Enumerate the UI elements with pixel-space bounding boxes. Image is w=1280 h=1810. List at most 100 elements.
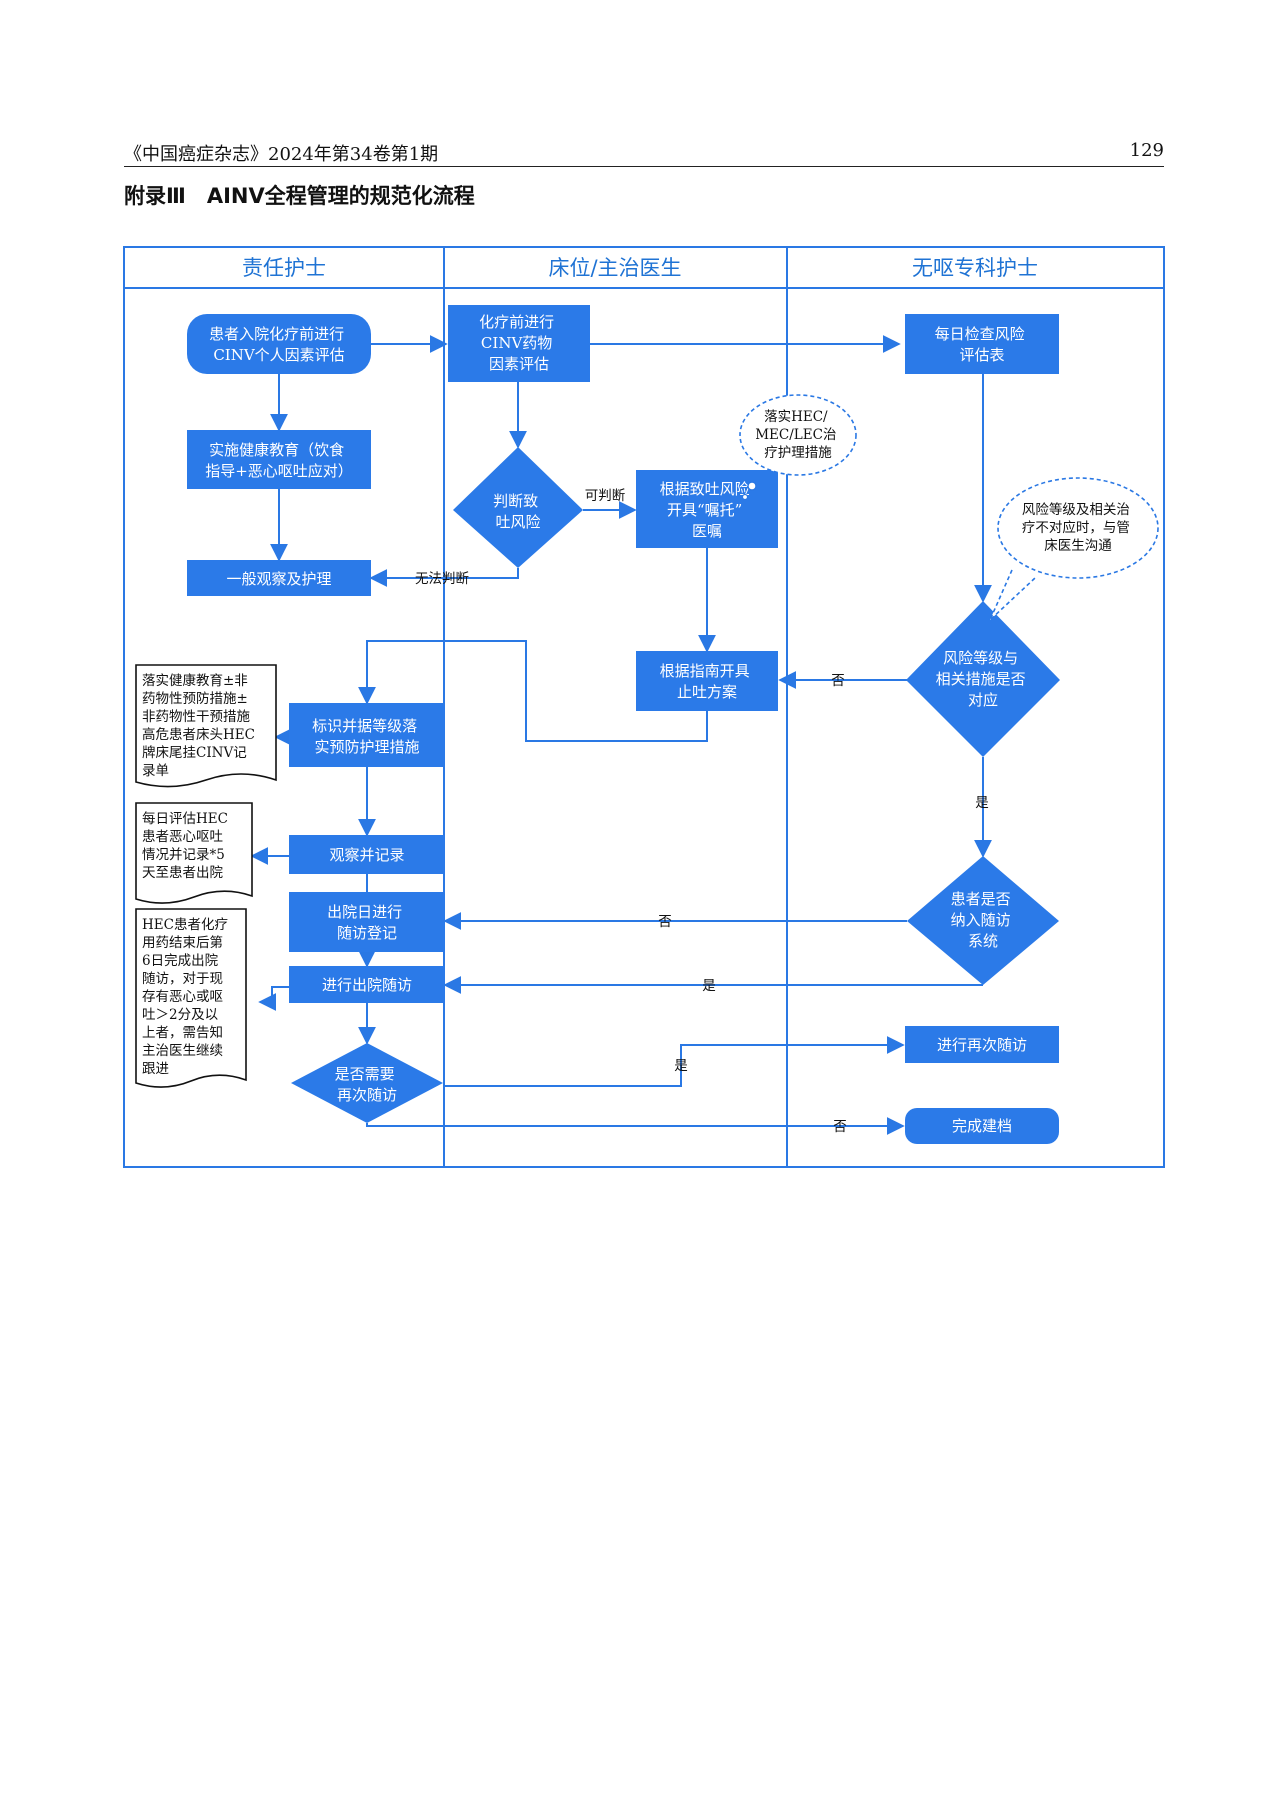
edge-need-to-again — [443, 1036, 905, 1087]
node-text-line: 相关措施是否 — [936, 670, 1026, 688]
node-again-followup: 进行再次随访 — [905, 1026, 1059, 1063]
svg-text:化疗前进行 CINV药物 因素评估: 化疗前进行 CINV药物 因素评估 — [479, 313, 559, 373]
node-discharge-register: 出院日进行 随访登记 — [289, 892, 445, 952]
doc-text-line: 患者恶心呕吐 — [142, 829, 223, 845]
doc-text-line: 天至患者出院 — [142, 865, 223, 881]
svg-text:进行出院随访: 进行出院随访 — [322, 976, 412, 994]
doc-text-line: 主治医生继续 — [142, 1043, 223, 1059]
svg-text:HEC患者化疗 用药结束后第 6日完: HEC患者化疗 用药结束后第 6日完成出院 随访，对于现 存有恶心或呕 吐＞2分… — [142, 917, 232, 1077]
node-admission-assess: 患者入院化疗前进行 CINV个人因素评估 — [187, 314, 371, 374]
lane-header-physician: 床位/主治医生 — [548, 256, 681, 280]
node-text-line: CINV药物 — [481, 334, 552, 352]
edge-label-no-again: 否 — [833, 1119, 847, 1135]
svg-text:是否需要 再次随访: 是否需要 再次随访 — [335, 1065, 400, 1104]
svg-text:根据指南开具 止吐方案: 根据指南开具 止吐方案 — [660, 662, 755, 701]
document-daily-eval: 每日评估HEC 患者恶心呕吐 情况并记录*5 天至患者出院 — [135, 802, 253, 904]
node-text-line: 因素评估 — [489, 355, 549, 373]
edge-label-no-include: 否 — [658, 914, 672, 930]
svg-text:每日评估HEC 患者恶心呕吐 情况并: 每日评估HEC 患者恶心呕吐 情况并记录*5 天至患者出院 — [142, 811, 232, 881]
node-text-line: 风险等级与 — [943, 649, 1018, 667]
node-text-line: 根据致吐风险 — [660, 480, 750, 498]
node-general-observation: 一般观察及护理 — [187, 560, 371, 596]
node-text-line: 观察并记录 — [329, 846, 404, 864]
note-mismatch-communicate: 风险等级及相关治 疗不对应时，与管 床医生沟通 — [989, 477, 1159, 621]
note-text-line: 床医生沟通 — [1044, 538, 1112, 554]
node-text-line: 实施健康教育（饮食 — [209, 441, 344, 459]
node-judge-risk-decision: 判断致 吐风险 — [453, 447, 583, 568]
note-text-line: 疗不对应时，与管 — [1022, 519, 1130, 536]
svg-text:风险等级及相关治 疗不对应时，与管: 风险等级及相关治 疗不对应时，与管 床医生沟通 — [1022, 501, 1134, 554]
doc-text-line: 落实健康教育±非 — [142, 672, 248, 689]
doc-text-line: 存有恶心或呕 — [142, 989, 223, 1005]
node-text-line: 随访登记 — [337, 924, 397, 942]
doc-text-line: 高危患者床头HEC — [142, 726, 255, 743]
node-text-line: 标识并据等级落 — [312, 717, 417, 735]
svg-text:患者入院化疗前进行 CINV个人因素评估: 患者入院化疗前进行 CINV个人因素评估 — [209, 325, 349, 364]
node-text-line: 再次随访 — [337, 1086, 397, 1104]
doc-text-line: 情况并记录*5 — [142, 847, 225, 863]
node-text-line: 根据指南开具 — [660, 662, 750, 680]
note-text-line: MEC/LEC治 — [755, 427, 836, 443]
svg-text:根据致吐风险 开具“嘱托” 医嘱: 根据致吐风险 开具“嘱托” 医嘱 — [660, 480, 755, 540]
node-text-line: 判断致 — [493, 492, 538, 510]
node-risk-match-decision: 风险等级与 相关措施是否 对应 — [906, 601, 1060, 757]
doc-text-line: 每日评估HEC — [142, 811, 228, 827]
node-text-line: 进行再次随访 — [937, 1036, 1027, 1054]
doc-text-line: HEC患者化疗 — [142, 917, 228, 933]
node-text-line: 进行出院随访 — [322, 976, 412, 994]
svg-text:完成建档: 完成建档 — [952, 1117, 1012, 1135]
lane-header-specialist: 无呕专科护士 — [912, 256, 1038, 280]
document-measures: 落实健康教育±非 药物性预防措施± 非药物性干预措施 高危患者床头HEC 牌床尾… — [135, 664, 277, 788]
edge-judge-to-observation — [369, 568, 519, 587]
node-text-line: 止吐方案 — [677, 683, 737, 701]
svg-text:实施健康教育（饮食 指导+恶心呕吐应对）: 实施健康教育（饮食 指导+恶心呕吐应对） — [205, 441, 353, 480]
doc-text-line: 用药结束后第 — [142, 934, 223, 951]
svg-text:标识并据等级落 实预防护理措施: 标识并据等级落 实预防护理措施 — [312, 717, 422, 756]
node-text-line: 评估表 — [959, 346, 1004, 364]
note-text-line: 风险等级及相关治 — [1022, 501, 1130, 518]
node-text-line: 纳入随访 — [951, 911, 1011, 929]
edge-label-yes-match: 是 — [975, 795, 989, 811]
node-text-line: 医嘱 — [692, 522, 722, 540]
node-text-line: 实预防护理措施 — [314, 738, 419, 756]
node-health-education: 实施健康教育（饮食 指导+恶心呕吐应对） — [187, 430, 371, 489]
node-prescribe-order: 根据致吐风险 开具“嘱托” 医嘱 — [636, 470, 778, 548]
node-text-line: 完成建档 — [952, 1117, 1012, 1135]
svg-text:一般观察及护理: 一般观察及护理 — [226, 570, 331, 588]
edge-label-yes-again: 是 — [674, 1058, 688, 1074]
doc-text-line: 随访，对于现 — [142, 971, 223, 987]
edge-need-to-archive — [366, 1117, 905, 1135]
doc-text-line: 牌床尾挂CINV记 — [142, 744, 247, 761]
edge-plan-to-mark — [358, 640, 708, 742]
node-text-line: 开具“嘱托” — [667, 501, 742, 519]
doc-text-line: 药物性预防措施± — [142, 691, 248, 707]
running-head: 《中国癌症杂志》2024年第34卷第1期 129 — [124, 138, 1164, 167]
node-discharge-followup: 进行出院随访 — [289, 966, 445, 1003]
node-text-line: 吐风险 — [495, 513, 540, 531]
note-text-line: 落实HEC/ — [764, 409, 828, 425]
node-text-line: 是否需要 — [335, 1065, 395, 1083]
svg-text:观察并记录: 观察并记录 — [329, 846, 404, 864]
node-text-line: 对应 — [968, 691, 998, 709]
svg-text:出院日进行 随访登记: 出院日进行 随访登记 — [327, 903, 407, 942]
note-text-line: 疗护理措施 — [764, 445, 832, 461]
node-mark-and-prevent: 标识并据等级落 实预防护理措施 — [289, 703, 445, 767]
doc-text-line: 吐＞2分及以 — [142, 1007, 219, 1023]
note-implement-hec: 落实HEC/ MEC/LEC治 疗护理措施 — [739, 394, 857, 501]
doc-text-line: 上者，需告知 — [142, 1024, 223, 1041]
edge-followup-to-doc — [258, 986, 289, 1011]
node-text-line: 一般观察及护理 — [226, 570, 331, 588]
node-text-line: 每日检查风险 — [935, 325, 1025, 343]
node-daily-risk-check: 每日检查风险 评估表 — [905, 314, 1059, 374]
edge-label-can-judge: 可判断 — [585, 488, 626, 504]
node-antiemetic-plan: 根据指南开具 止吐方案 — [636, 651, 778, 711]
node-text-line: 指导+恶心呕吐应对） — [205, 462, 353, 480]
node-need-again-decision: 是否需要 再次随访 — [291, 1043, 443, 1123]
node-text-line: 患者入院化疗前进行 — [209, 325, 344, 343]
node-text-line: 患者是否 — [951, 890, 1011, 908]
node-include-followup-decision: 患者是否 纳入随访 系统 — [907, 856, 1059, 985]
doc-text-line: 6日完成出院 — [142, 953, 219, 969]
edge-label-no-mismatch: 否 — [831, 673, 845, 689]
appendix-title: 附录Ⅲ AINV全程管理的规范化流程 — [124, 184, 475, 208]
node-drug-factor-assess: 化疗前进行 CINV药物 因素评估 — [448, 305, 590, 382]
